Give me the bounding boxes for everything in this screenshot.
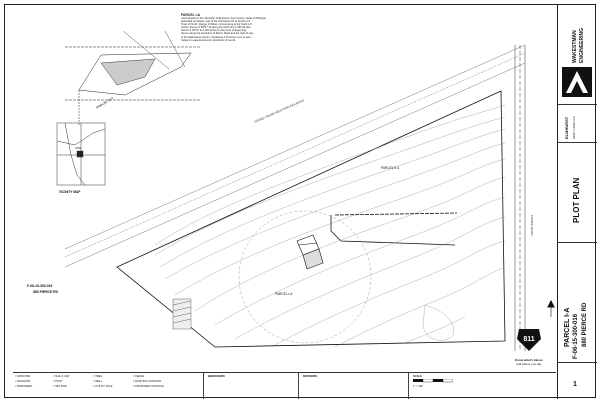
- legend-item: = FENCE: [133, 375, 145, 378]
- call-811-badge: 811 Know what's below. Call before you d…: [507, 327, 551, 367]
- project-cell: ELMHURST KENT LAND LLC: [558, 105, 597, 143]
- hatched-structure: [172, 298, 192, 330]
- railroad-corridor: [64, 44, 526, 268]
- parcel-id: F-06-15-300-016: [573, 313, 579, 359]
- call-811-number: 811: [523, 336, 534, 343]
- pierce-road: [514, 45, 526, 351]
- legal-line: of the Railroad as shown; containing 4.7…: [181, 35, 252, 39]
- legal-line: Town 10 North, Range 10 West, commencing…: [181, 23, 252, 27]
- inset-note: PARCEL E-4: [95, 96, 114, 110]
- drawing-title: PLOT PLAN: [572, 177, 581, 223]
- title-block: WAKESTMAN ENGINEERING ELMHURST KENT LAND…: [557, 5, 597, 399]
- legal-line: thence S 00°12' E 1,120.33 feet to the p…: [181, 29, 247, 33]
- revisions-label: REVISIONS: [303, 375, 318, 378]
- legend-item: = IRON PIPE: [15, 375, 31, 378]
- legend-item: = UTILITY POLE: [93, 385, 113, 388]
- legend-item: = IRON ROD: [15, 380, 31, 383]
- call-811-sub: Call before you dig.: [516, 362, 542, 366]
- firm-logo-icon: [562, 67, 592, 97]
- legend-item: = PROPOSED CONTOUR: [133, 385, 164, 388]
- drawing-title-cell: PLOT PLAN: [558, 143, 597, 243]
- shield-811-icon: 811: [517, 329, 541, 351]
- vicinity-map-title: VICINITY MAP: [59, 190, 81, 194]
- septic-area-circle: [238, 210, 372, 344]
- road-label: PIERCE ROAD: [530, 215, 534, 237]
- legal-line: described as follows: part of the Northw…: [181, 20, 251, 24]
- firm-name-2: ENGINEERING: [579, 27, 585, 63]
- legend-strip: = IRON PIPE = IRON ROD = MONUMENT = NAIL…: [13, 372, 556, 399]
- plot-plan-drawing: PARCEL E-4 VICINITY MAP PARCEL E-4 PARCE…: [27, 30, 555, 351]
- legend-divider: [298, 373, 299, 399]
- legal-line: corner; thence S 89°57' W along the Nort…: [181, 26, 252, 30]
- parcel-id-note: F-06-15-300-016: [27, 284, 53, 288]
- benchmark-label: BENCHMARK: [208, 375, 226, 378]
- contour-lines: [154, 104, 506, 348]
- house-footprint: [296, 234, 324, 270]
- parcel-east-label: PARCEL E-4: [381, 166, 399, 170]
- parcel-main-label: PARCEL I-A: [275, 292, 293, 296]
- legend-item: = EXISTING CONTOUR: [133, 380, 162, 383]
- inset-parcel-sketch: [65, 30, 201, 125]
- firm-name-1: WAKESTMAN: [572, 30, 578, 63]
- legal-line: Land situated in the Township of Elmhurs…: [181, 17, 267, 20]
- call-811-text: Know what's below.: [514, 358, 544, 362]
- legal-line: thence along the centerline of Pierce Ro…: [181, 32, 254, 36]
- firm-logo-cell: WAKESTMAN ENGINEERING: [558, 5, 597, 105]
- parcel-title: PARCEL I-A: [564, 307, 571, 347]
- railroad-label: GRAND TRUNK WESTERN RAILROAD: [254, 98, 306, 124]
- parcel-title-cell: PARCEL I-A F-06-15-300-016 880 PIERCE RD: [558, 243, 597, 363]
- vicinity-site-label: SITE: [75, 146, 81, 150]
- legend-divider: [203, 373, 204, 399]
- parcel-address-note: 880 PIERCE RD: [33, 290, 59, 294]
- sheet-number: 1: [573, 381, 577, 388]
- legend-divider: [408, 373, 409, 399]
- client-line: KENT LAND LLC: [572, 115, 576, 139]
- legend-item: = WELL: [93, 380, 103, 383]
- scale-bar: [413, 379, 453, 383]
- legend-item: = SET ROD: [53, 385, 67, 388]
- legal-description: PARCEL I-A Land situated in the Township…: [181, 13, 331, 42]
- legal-heading: PARCEL I-A: [181, 13, 201, 17]
- vicinity-map: [56, 122, 106, 186]
- legend-item: = NAIL & CAP: [53, 375, 70, 378]
- address: 880 PIERCE RD: [582, 302, 588, 347]
- scale-label: SCALE: [413, 375, 422, 378]
- project-name: ELMHURST: [564, 116, 569, 139]
- north-arrow: [547, 299, 555, 317]
- drawing-sheet: PARCEL E-4 VICINITY MAP PARCEL E-4 PARCE…: [4, 4, 597, 399]
- legend-item: = POST: [53, 380, 63, 383]
- scale-value: 1" = 100': [413, 385, 424, 388]
- legend-item: = TREE: [93, 375, 103, 378]
- legend-item: = MONUMENT: [15, 385, 33, 388]
- legal-line: Subject to easements and restrictions of…: [181, 38, 236, 42]
